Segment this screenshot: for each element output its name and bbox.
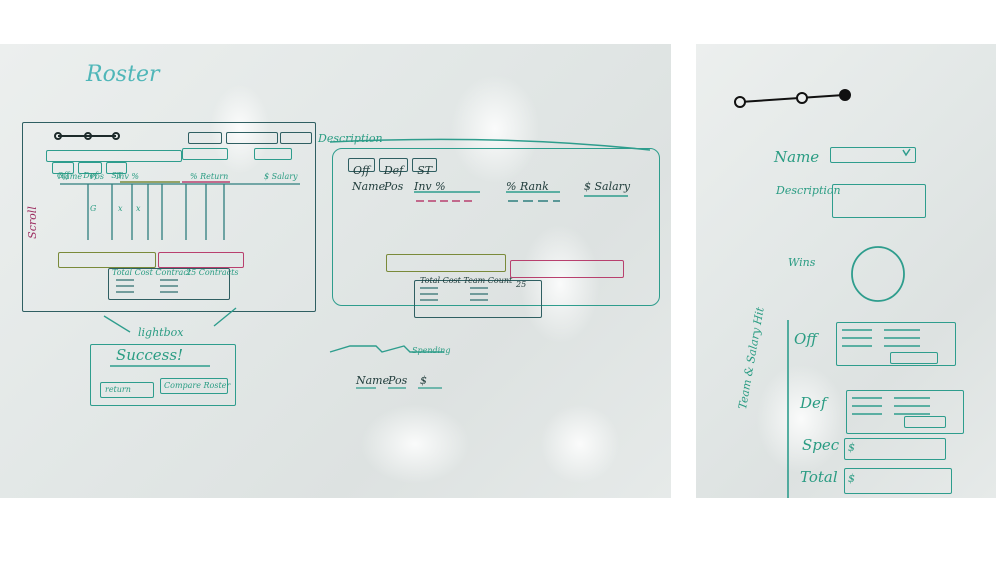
def-label: Def	[800, 394, 827, 412]
def-box	[846, 390, 964, 434]
glare	[450, 74, 540, 184]
left-panel-frame	[22, 122, 316, 312]
side-board-sketch-lines	[734, 89, 930, 498]
name-dropdown[interactable]	[830, 147, 916, 163]
col-pos: Pos	[90, 172, 104, 181]
def-slider[interactable]	[904, 416, 946, 428]
filter-box	[188, 132, 222, 144]
right-scroll-left[interactable]	[386, 254, 506, 272]
col-name: Name	[352, 180, 386, 193]
tab-off[interactable]: Off	[52, 162, 75, 180]
col-pos: Pos	[388, 374, 408, 387]
col-salary: $ Salary	[264, 172, 298, 181]
subheader-box	[46, 150, 182, 162]
row-cell: x	[118, 204, 123, 213]
filter-box	[226, 132, 278, 144]
subheader-box	[182, 148, 228, 160]
left-summary-label: Total Cost Contract	[112, 268, 192, 277]
subheader-box	[254, 148, 292, 160]
left-tab-row: Off Def ST	[52, 162, 128, 180]
spec-box[interactable]: $	[844, 438, 946, 460]
glare	[756, 364, 846, 474]
right-summary-box	[414, 280, 542, 318]
tab-off[interactable]: Off	[348, 158, 375, 177]
right-panel-frame	[332, 148, 660, 306]
scroll-label: Scroll	[25, 206, 39, 239]
col-pos: Pos	[384, 180, 404, 193]
off-label: Off	[794, 330, 817, 348]
right-scroll-right[interactable]	[510, 260, 624, 278]
name-label: Name	[774, 148, 820, 166]
spec-label: Spec	[802, 436, 840, 454]
total-box[interactable]: $	[844, 468, 952, 494]
col-name: Name	[58, 172, 83, 181]
main-board-sketch-lines	[54, 132, 651, 389]
side-whiteboard-photo: Name Description Wins Team & Salary Hit …	[696, 44, 996, 498]
col-inv: Inv %	[414, 180, 446, 193]
description-field[interactable]	[832, 184, 926, 218]
return-button[interactable]: return	[100, 382, 154, 398]
tab-def[interactable]: Def	[378, 158, 409, 177]
scroll-bar-left[interactable]	[58, 252, 156, 268]
main-whiteboard-photo: Roster	[0, 44, 671, 498]
row-cell: G	[90, 204, 97, 213]
col-dollar: $	[420, 374, 427, 387]
wins-label: Wins	[788, 256, 816, 269]
right-summary-count: 25	[516, 280, 527, 289]
spending-tab: Spending	[412, 346, 451, 355]
col-name: Name	[356, 374, 390, 387]
left-summary-box	[108, 268, 230, 300]
tab-st[interactable]: ST	[412, 158, 438, 177]
scroll-bar-right[interactable]	[158, 252, 244, 268]
description-label: Description	[776, 184, 841, 197]
description-label: Description	[318, 132, 383, 145]
glare	[360, 404, 470, 484]
col-return: % Return	[190, 172, 229, 181]
lightbox-frame	[90, 344, 236, 406]
lightbox-label: lightbox	[138, 326, 184, 339]
tab-def[interactable]: Def	[78, 162, 103, 180]
right-tab-row: Off Def ST	[348, 158, 438, 177]
off-box	[836, 322, 956, 366]
roster-title: Roster	[86, 62, 160, 87]
off-slider[interactable]	[890, 352, 938, 364]
row-cell: x	[136, 204, 141, 213]
compare-roster-button[interactable]: Compare Roster	[160, 378, 230, 394]
col-salary: $ Salary	[584, 180, 631, 193]
lightbox-title: Success!	[116, 346, 184, 364]
total-label: Total	[800, 468, 838, 486]
left-summary-count: 25 Contracts	[186, 268, 239, 277]
col-inv: Inv %	[116, 172, 139, 181]
glare	[520, 224, 600, 344]
right-summary-label: Total Cost Team Count	[420, 276, 513, 285]
glare	[540, 404, 620, 484]
tab-st[interactable]: ST	[106, 162, 128, 180]
col-rank: % Rank	[506, 180, 549, 193]
sort-box	[280, 132, 312, 144]
